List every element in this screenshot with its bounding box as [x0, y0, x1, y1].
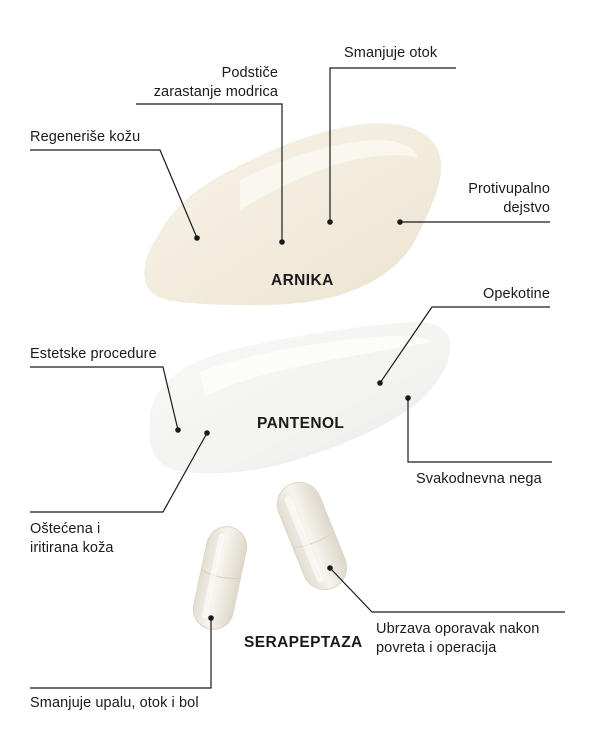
leader-dots [175, 219, 411, 621]
label-regenerise: Regeneriše kožu [30, 129, 141, 145]
capsule-left [192, 526, 248, 630]
label-ubrzava-line2: povreta i operacija [376, 640, 497, 656]
label-ubrzava-line1: Ubrzava oporavak nakon [376, 621, 540, 637]
dot-opekotine [377, 380, 383, 386]
label-protivupalno-line1: Protivupalno [468, 181, 550, 197]
capsule-right [276, 481, 348, 591]
dot-svakodnevna [405, 395, 411, 401]
leader-ostecena [30, 432, 208, 513]
label-opekotine: Opekotine [483, 286, 550, 302]
leader-ubrzava [329, 567, 565, 613]
label-smanjuje-upalu: Smanjuje upalu, otok i bol [30, 695, 199, 711]
dot-ubrzava [327, 565, 333, 571]
dot-podstice [279, 239, 285, 245]
label-estetske-procedure: Estetske procedure [30, 346, 157, 362]
dot-estetske [175, 427, 181, 433]
dot-regenerise [194, 235, 200, 241]
leader-lines [30, 67, 565, 689]
product-name-serapeptaza: SERAPEPTAZA [244, 634, 363, 651]
product-name-pantenol: PANTENOL [257, 415, 345, 432]
arnika-cream-smear [144, 123, 442, 306]
arnika-cream-highlight [240, 139, 418, 210]
label-svakodnevna-nega: Svakodnevna nega [416, 471, 542, 487]
product-name-arnika: ARNIKA [271, 272, 334, 289]
label-podstice-line2: zarastanje modrica [153, 84, 278, 100]
leader-smanjuje-otok [329, 67, 456, 222]
pantenol-cream-smear [149, 321, 451, 474]
dot-protivupalno [397, 219, 403, 225]
dot-smanjuje-otok [327, 219, 333, 225]
label-ostecena-line2: iritirana koža [30, 540, 114, 556]
leader-podstice [136, 103, 283, 242]
leader-opekotine [379, 306, 550, 384]
dot-ostecena [204, 430, 210, 436]
leader-estetske [30, 366, 179, 431]
label-ostecena-line1: Oštećena i [30, 521, 101, 537]
leader-regenerise [30, 149, 198, 239]
label-protivupalno-line2: dejstvo [503, 200, 550, 216]
leader-svakodnevna [407, 398, 552, 463]
dot-smanjuje-upalu [208, 615, 214, 621]
leader-smanjuje-upalu [30, 618, 212, 689]
pantenol-cream-highlight [200, 335, 432, 396]
label-smanjuje-otok: Smanjuje otok [344, 45, 438, 61]
label-podstice-line1: Podstiče [221, 65, 278, 81]
